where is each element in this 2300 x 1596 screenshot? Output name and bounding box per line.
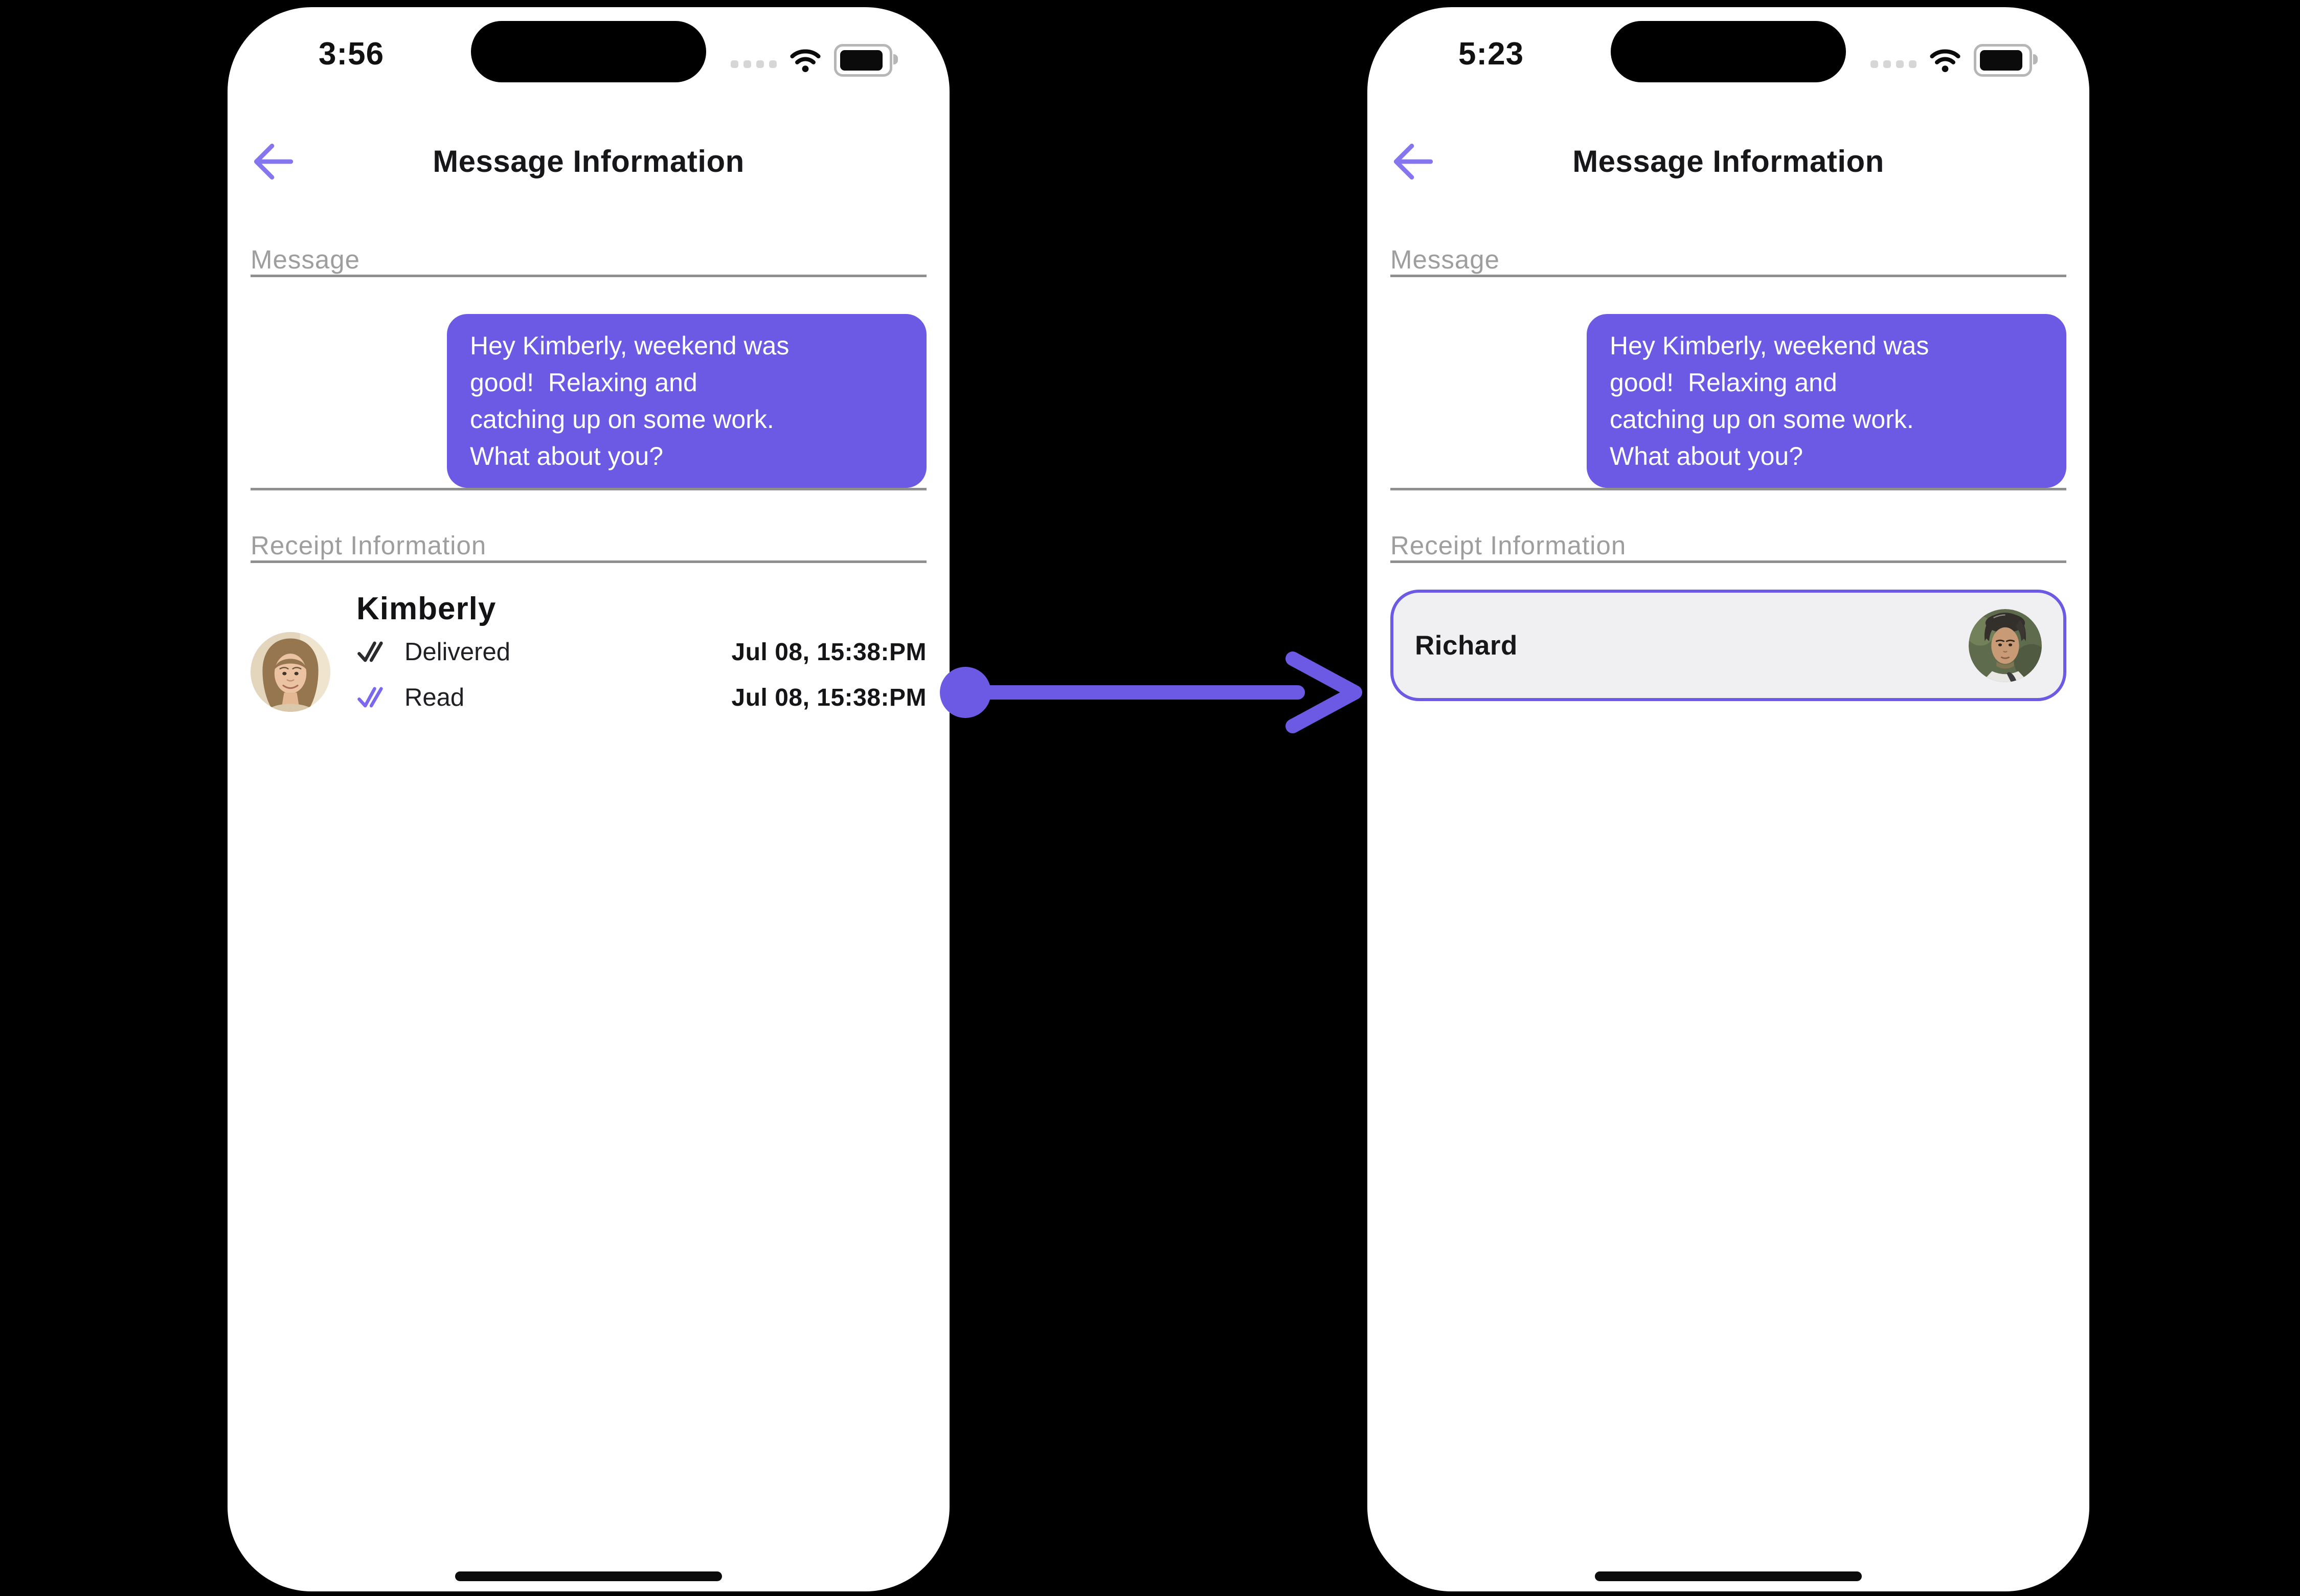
nav-header: Message Information (1367, 137, 2089, 186)
divider (1390, 275, 2066, 277)
avatar-kimberly (251, 632, 330, 712)
receipt-status-label: Delivered (404, 638, 510, 666)
receipt-status-label: Read (404, 684, 465, 711)
read-double-check-icon (356, 683, 385, 712)
recipient-card[interactable]: Richard (1390, 590, 2066, 701)
receipt-row-delivered: Delivered Jul 08, 15:38:PM (356, 638, 927, 666)
avatar-richard (1969, 609, 2042, 682)
contact-receipt-block: Kimberly Delivered Jul 08, 15:38:PM (251, 591, 927, 712)
receipt-timestamp: Jul 08, 15:38:PM (731, 684, 927, 711)
divider (1390, 488, 2066, 490)
wifi-icon (789, 47, 822, 74)
back-arrow-icon (254, 143, 294, 180)
home-indicator[interactable] (1595, 1571, 1862, 1581)
screen-content: Message Hey Kimberly, weekend was good! … (228, 244, 950, 712)
page-title: Message Information (433, 144, 745, 178)
man-photo-illustration (1969, 609, 2042, 682)
cellular-signal-icon (731, 60, 777, 68)
flow-arrow-head (1286, 651, 1362, 733)
section-label-receipt: Receipt Information (251, 531, 487, 560)
section-label-receipt: Receipt Information (1390, 531, 1627, 560)
message-bubble: Hey Kimberly, weekend was good! Relaxing… (447, 314, 927, 488)
battery-icon (834, 44, 898, 77)
woman-photo-illustration (251, 632, 330, 712)
flow-arrow (940, 651, 1362, 733)
status-bar: 5:23 (1367, 7, 2089, 109)
cellular-signal-icon (1870, 60, 1916, 68)
nav-header: Message Information (228, 137, 950, 186)
status-time: 5:23 (1458, 36, 1524, 72)
wifi-icon (1929, 47, 1961, 74)
dynamic-island (471, 21, 706, 82)
phone-right: 5:23 (1367, 7, 2089, 1591)
status-time: 3:56 (319, 36, 385, 72)
divider (1390, 560, 2066, 563)
message-bubble: Hey Kimberly, weekend was good! Relaxing… (1587, 314, 2066, 488)
contact-name: Kimberly (356, 591, 497, 626)
screen-content: Message Hey Kimberly, weekend was good! … (1367, 244, 2089, 701)
receipt-row-read: Read Jul 08, 15:38:PM (356, 683, 927, 712)
dynamic-island (1611, 21, 1846, 82)
section-label-message: Message (251, 245, 360, 274)
page-title: Message Information (1572, 144, 1884, 178)
divider (251, 488, 927, 490)
recipient-name: Richard (1415, 630, 1518, 661)
divider (251, 275, 927, 277)
back-button[interactable] (1391, 140, 1435, 184)
receipt-timestamp: Jul 08, 15:38:PM (731, 638, 927, 666)
battery-icon (1974, 44, 2038, 77)
phone-left: 3:56 (228, 7, 950, 1591)
status-icons (1870, 44, 2038, 77)
receipt-details: Kimberly Delivered Jul 08, 15:38:PM (356, 591, 927, 712)
delivered-double-check-icon (356, 638, 385, 666)
section-label-message: Message (1390, 245, 1500, 274)
divider (251, 560, 927, 563)
home-indicator[interactable] (455, 1571, 722, 1581)
back-arrow-icon (1393, 143, 1433, 180)
status-bar: 3:56 (228, 7, 950, 109)
back-button[interactable] (251, 140, 295, 184)
status-icons (731, 44, 898, 77)
